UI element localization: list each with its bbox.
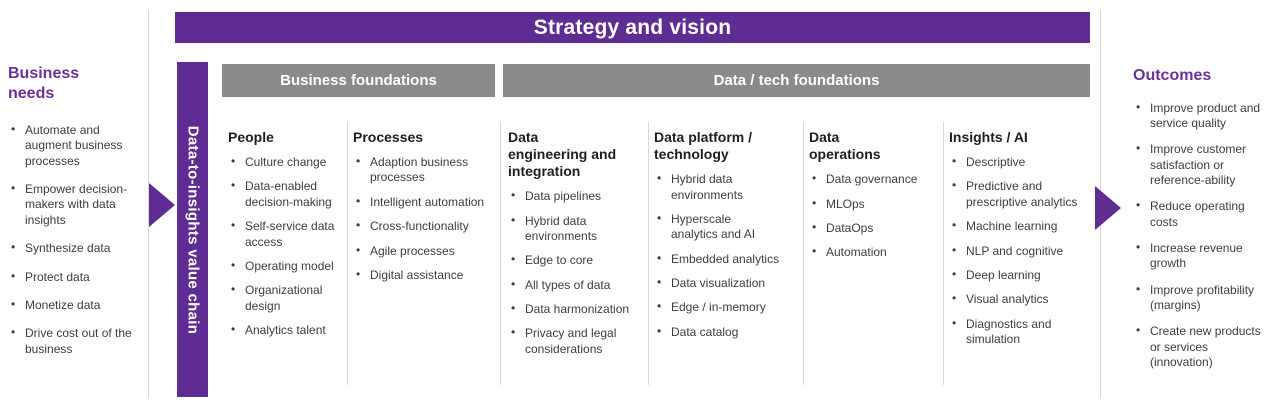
bullet-item: Monetize data (8, 297, 143, 313)
bullet-item: Increase revenue growth (1133, 240, 1272, 272)
bullet-item: Reduce operating costs (1133, 198, 1272, 230)
bullet-item: MLOps (809, 195, 936, 212)
bullet-item: Empower decision-makers with data insigh… (8, 181, 143, 228)
bullet-item: Culture change (228, 154, 341, 170)
column-divider (803, 122, 804, 385)
column-title: Data operations (809, 129, 881, 163)
bullet-item: Data catalog (654, 324, 781, 340)
flow-arrow-icon (1095, 186, 1121, 230)
column-divider (648, 122, 649, 385)
column-data-engineering: Data engineering and integration Data pi… (508, 129, 648, 366)
bullet-item: Hyperscale analytics and AI (654, 211, 781, 243)
bullet-item: Create new products or services (innovat… (1133, 323, 1272, 370)
bullet-item: Hybrid data environments (654, 171, 781, 203)
outcomes-list: Improve product and service quality Impr… (1133, 100, 1278, 371)
bullet-item: Predictive and prescriptive analytics (949, 178, 1081, 210)
bullet-item: Analytics talent (228, 322, 341, 338)
bullet-item: Drive cost out of the business (8, 325, 143, 357)
bullet-item: Machine learning (949, 218, 1081, 234)
bullet-item: Visual analytics (949, 291, 1081, 307)
column-data-platform: Data platform / technology Hybrid data e… (654, 129, 803, 349)
data-tech-foundations-label: Data / tech foundations (713, 72, 880, 89)
bullet-item: Automate and augment business processes (8, 122, 143, 169)
business-foundations-label: Business foundations (280, 72, 437, 89)
bullet-item: Operating model (228, 258, 341, 274)
bullet-item: DataOps (809, 220, 936, 236)
column-divider (500, 122, 501, 385)
value-chain-label: Data-to-insights value chain (184, 125, 201, 334)
column-list: Data governance MLOps DataOps Automation (809, 171, 943, 260)
strategy-vision-banner: Strategy and vision (175, 12, 1090, 43)
strategy-vision-title: Strategy and vision (533, 15, 732, 39)
bullet-item: Privacy and legal considerations (508, 325, 637, 357)
bullet-item: Protect data (8, 269, 143, 285)
column-list: Descriptive Predictive and prescriptive … (949, 154, 1097, 348)
bullet-item: Hybrid data environments (508, 213, 637, 245)
bullet-item: All types of data (508, 277, 637, 293)
column-list: Adaption business processes Intelligent … (353, 154, 502, 283)
column-processes: Processes Adaption business processes In… (353, 129, 502, 292)
business-foundations-header: Business foundations (222, 64, 495, 97)
bullet-item: Agile processes (353, 242, 488, 259)
bullet-item: Edge / in-memory (654, 299, 781, 315)
column-list: Culture change Data-enabled decision-mak… (228, 154, 347, 338)
column-data-operations: Data operations Data governance MLOps Da… (809, 129, 943, 270)
column-list: Data pipelines Hybrid data environments … (508, 188, 648, 357)
flow-arrow-icon (149, 183, 175, 227)
bullet-item: Data pipelines (508, 188, 637, 204)
bullet-item: Improve customer satisfaction or referen… (1133, 141, 1272, 188)
value-chain-bar: Data-to-insights value chain (177, 62, 208, 397)
bullet-item: Digital assistance (353, 267, 488, 283)
bullet-item: NLP and cognitive (949, 242, 1081, 259)
bullet-item: Intelligent automation (353, 194, 488, 210)
column-divider (347, 122, 348, 385)
bullet-item: Data-enabled decision-making (228, 178, 341, 210)
bullet-item: Data harmonization (508, 301, 637, 317)
column-title: Data platform / technology (654, 129, 753, 163)
bullet-item: Data governance (809, 171, 936, 187)
bullet-item: Adaption business processes (353, 154, 488, 186)
data-tech-foundations-header: Data / tech foundations (503, 64, 1090, 97)
bullet-item: Diagnostics and simulation (949, 316, 1081, 348)
bullet-item: Automation (809, 244, 936, 260)
bullet-item: Cross-functionality (353, 218, 488, 234)
bullet-item: Improve profitability (margins) (1133, 282, 1272, 314)
business-needs-panel: Business needs Automate and augment busi… (8, 64, 146, 370)
business-needs-list: Automate and augment business processes … (8, 122, 146, 357)
column-people: People Culture change Data-enabled decis… (228, 129, 347, 347)
business-needs-title: Business needs (8, 65, 80, 102)
bullet-item: Embedded analytics (654, 251, 781, 267)
bullet-item: Improve product and service quality (1133, 100, 1272, 132)
column-title: People (228, 129, 274, 145)
bullet-item: Synthesize data (8, 240, 143, 256)
column-title: Insights / AI (949, 129, 1028, 145)
bullet-item: Self-service data access (228, 218, 341, 250)
column-title: Processes (353, 129, 424, 145)
bullet-item: Deep learning (949, 267, 1081, 283)
column-list: Hybrid data environments Hyperscale anal… (654, 171, 803, 340)
left-panel-divider (148, 10, 149, 398)
column-divider (943, 122, 944, 385)
bullet-item: Descriptive (949, 154, 1081, 170)
column-title: Data engineering and integration (508, 129, 617, 180)
bullet-item: Edge to core (508, 252, 637, 268)
outcomes-title: Outcomes (1133, 67, 1212, 84)
bullet-item: Organizational design (228, 282, 341, 314)
column-insights-ai: Insights / AI Descriptive Predictive and… (949, 129, 1097, 356)
bullet-item: Data visualization (654, 275, 781, 291)
outcomes-panel: Outcomes Improve product and service qua… (1133, 66, 1278, 382)
